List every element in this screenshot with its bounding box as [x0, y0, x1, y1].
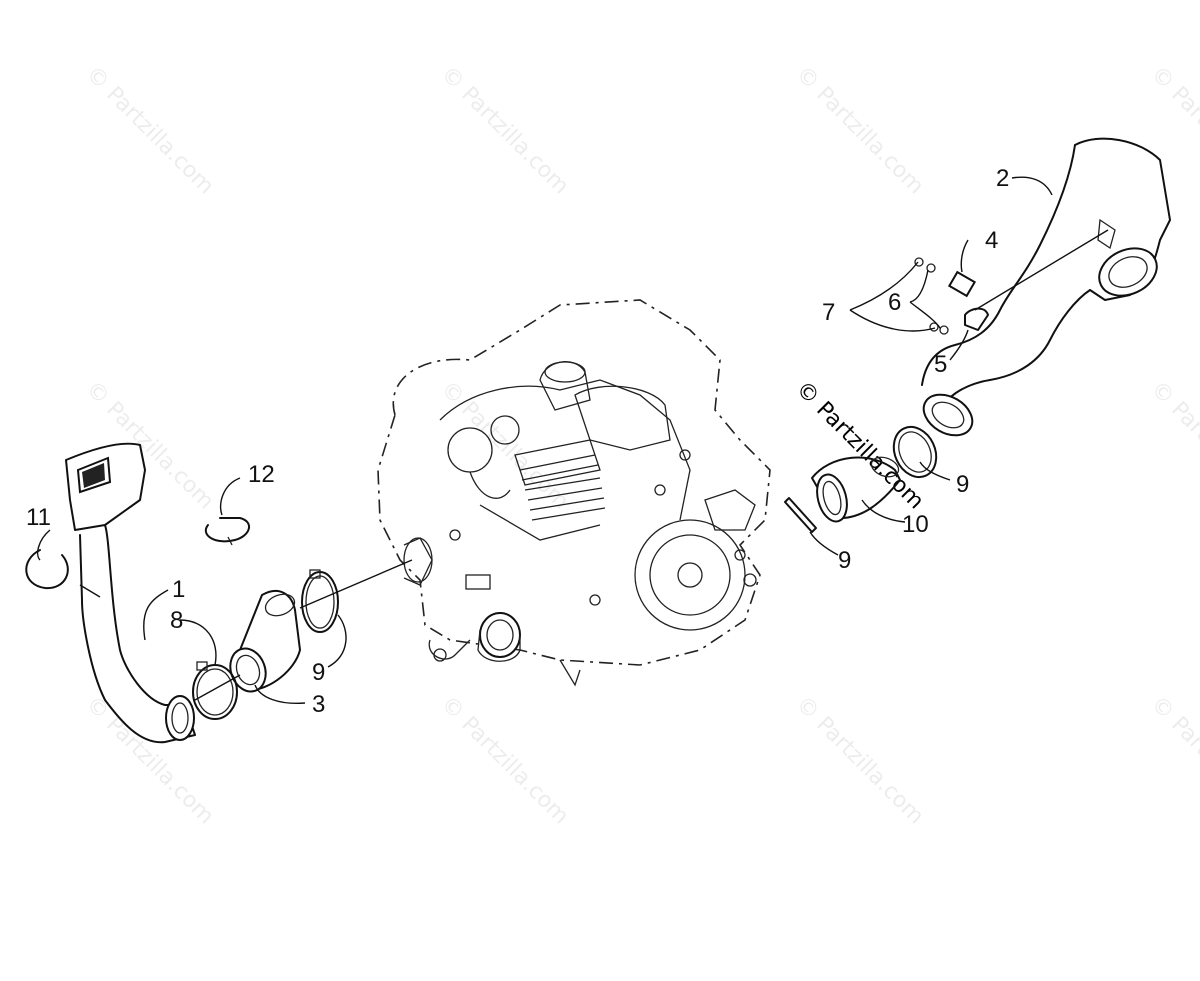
watermark-text: © Partzilla.com: [436, 692, 574, 830]
callout-10: 10: [902, 511, 929, 538]
leader-lines: [37, 176, 1053, 705]
watermark-text: © Partzilla.com: [1146, 692, 1200, 830]
watermark-text: © Partzilla.com: [791, 377, 929, 515]
callout-8: 8: [170, 607, 183, 634]
callout-labels: 1 2 3 4 5 6 7 8 9 9 9 10 11 12: [26, 165, 1009, 718]
watermark-text: © Partzilla.com: [791, 62, 929, 200]
callout-2: 2: [996, 165, 1009, 192]
watermark-text: © Partzilla.com: [791, 692, 929, 830]
watermark-text: © Partzilla.com: [1146, 377, 1200, 515]
callout-12: 12: [248, 461, 275, 488]
strap-clip-right: [784, 497, 817, 533]
callout-9-left: 9: [312, 659, 325, 686]
snap-ring-left: [25, 549, 69, 590]
callout-3: 3: [312, 691, 325, 718]
watermark-text: © Partzilla.com: [81, 692, 219, 830]
callout-9-right-upper: 9: [956, 471, 969, 498]
callout-5: 5: [934, 351, 947, 378]
callout-11: 11: [26, 504, 51, 531]
oil-filter: [477, 612, 521, 662]
cylinder-fins: [479, 439, 606, 541]
coupler-hose-right: [811, 456, 901, 523]
engine-assembly: [377, 299, 771, 687]
ring-clamp-12: [205, 517, 250, 546]
hose-clamp-left-large: [301, 569, 339, 633]
watermark-text: © Partzilla.com: [436, 62, 574, 200]
watermark-text: © Partzilla.com: [81, 377, 219, 515]
intake-duct-right: [921, 137, 1171, 437]
watermark-text: © Partzilla.com: [1146, 62, 1200, 200]
callout-4: 4: [985, 227, 998, 254]
callout-9-right-lower: 9: [838, 547, 851, 574]
watermark-text: © Partzilla.com: [436, 377, 574, 515]
watermark-layer: © Partzilla.com © Partzilla.com © Partzi…: [81, 62, 1200, 830]
watermark-text: © Partzilla.com: [81, 62, 219, 200]
alignment-lines: [79, 229, 1109, 701]
callout-7: 7: [822, 299, 835, 326]
hose-clamp-right-upper: [892, 425, 938, 479]
callout-6: 6: [888, 289, 901, 316]
callout-1: 1: [172, 576, 185, 603]
bracket-hardware: [914, 257, 989, 335]
intake-duct-left: [65, 442, 196, 744]
